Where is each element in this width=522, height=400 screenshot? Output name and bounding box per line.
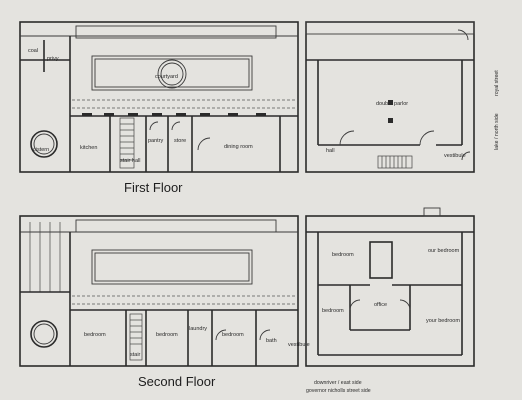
room-laundry: laundry bbox=[189, 326, 207, 332]
room-coal: coal bbox=[28, 48, 38, 54]
note-governor-nicholls-street: governor nicholls street side bbox=[306, 388, 371, 394]
room-bedroom-front: bedroom bbox=[222, 332, 244, 338]
room-kitchen: kitchen bbox=[80, 145, 97, 151]
room-bedroom-nw: bedroom bbox=[332, 252, 354, 258]
note-downriver-east-side: downriver / east side bbox=[314, 380, 362, 386]
second-front-building-outline bbox=[305, 215, 475, 367]
room-cistern: cistern bbox=[33, 147, 49, 153]
room-double-parlor: double parlor bbox=[376, 101, 408, 107]
second-rear-wing-outline bbox=[19, 215, 299, 367]
room-privy: privy bbox=[47, 56, 59, 62]
room-pantry: pantry bbox=[148, 138, 164, 144]
first-rear-wing-outline bbox=[19, 21, 299, 173]
room-stair-second: stair bbox=[130, 352, 141, 358]
room-courtyard: courtyard bbox=[155, 74, 178, 80]
room-store: store bbox=[174, 138, 186, 144]
room-office: office bbox=[374, 302, 387, 308]
room-bedroom-rear: bedroom bbox=[84, 332, 106, 338]
first-floor-plan bbox=[19, 21, 475, 173]
room-stair-hall: stair hall bbox=[120, 158, 140, 164]
floor-title-first: First Floor bbox=[124, 180, 183, 195]
room-your-bedroom: your bedroom bbox=[426, 318, 460, 324]
room-vestibule-second: vestibule bbox=[288, 342, 310, 348]
floor-title-second: Second Floor bbox=[138, 374, 216, 389]
room-bedroom-sw: bedroom bbox=[322, 308, 344, 314]
second-floor-plan bbox=[19, 207, 475, 367]
note-royal-street: royal street bbox=[494, 70, 500, 96]
room-our-bedroom: our bedroom bbox=[428, 248, 460, 254]
room-bedroom-mid: bedroom bbox=[156, 332, 178, 338]
room-dining-room: dining room bbox=[224, 144, 253, 150]
room-bath: bath bbox=[266, 338, 277, 344]
room-vestibule-first: vestibule bbox=[444, 153, 466, 159]
note-lake-north-side: lake / north side bbox=[494, 113, 500, 150]
room-hall: hall bbox=[326, 148, 335, 154]
